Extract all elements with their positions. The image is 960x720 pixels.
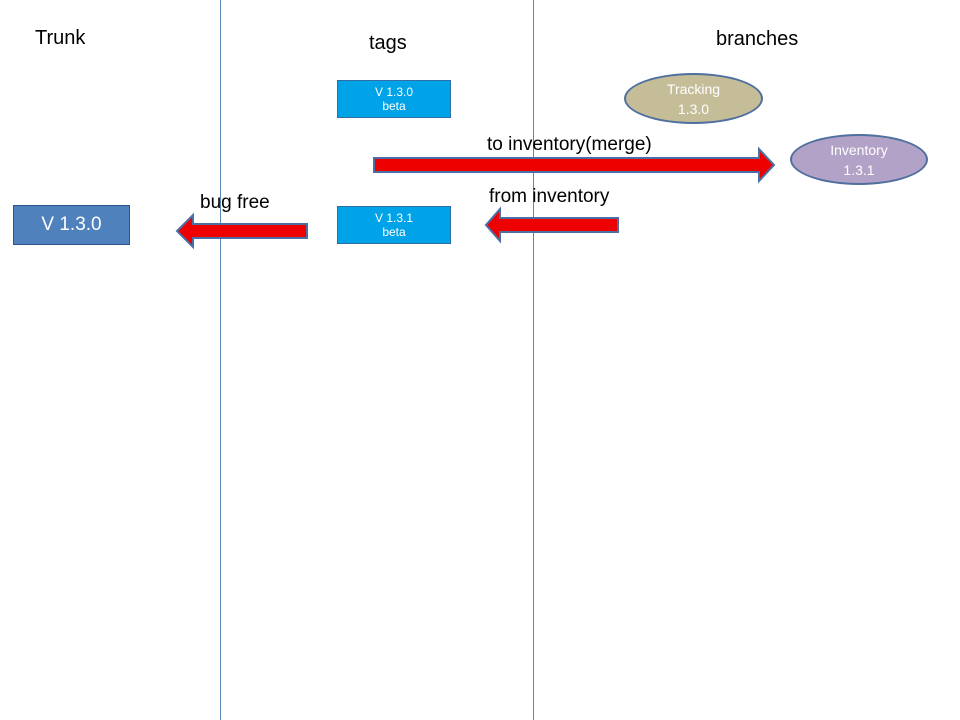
tag-v130-stage: beta [382,99,406,113]
column-divider-left [220,0,221,720]
tag-v131-stage: beta [382,225,406,239]
branch-inventory-version: 1.3.1 [843,161,875,178]
tag-v130-version: V 1.3.0 [374,85,414,99]
bug-free-arrow [175,212,308,250]
from-inventory-arrow-label: from inventory [489,186,610,207]
branch-tracking-version: 1.3.0 [677,100,710,117]
from-inventory-arrow [484,206,619,244]
column-divider-right [533,0,534,720]
branch-tracking: Tracking 1.3.0 [624,73,763,124]
trunk-column-label: Trunk [35,27,86,49]
tag-v131-beta: V 1.3.1 beta [337,206,451,244]
branches-column-label: branches [716,28,799,50]
branch-inventory: Inventory 1.3.1 [790,134,928,185]
branch-tracking-name: Tracking [666,80,721,97]
merge-arrow-label: to inventory(merge) [487,134,652,155]
bug-free-arrow-label: bug free [200,192,270,213]
tags-column-label: tags [369,32,407,54]
trunk-version-box: V 1.3.0 [13,205,130,245]
branch-inventory-name: Inventory [830,141,888,158]
tag-v130-beta: V 1.3.0 beta [337,80,451,118]
merge-arrow [373,146,776,184]
tag-v131-version: V 1.3.1 [374,211,414,225]
